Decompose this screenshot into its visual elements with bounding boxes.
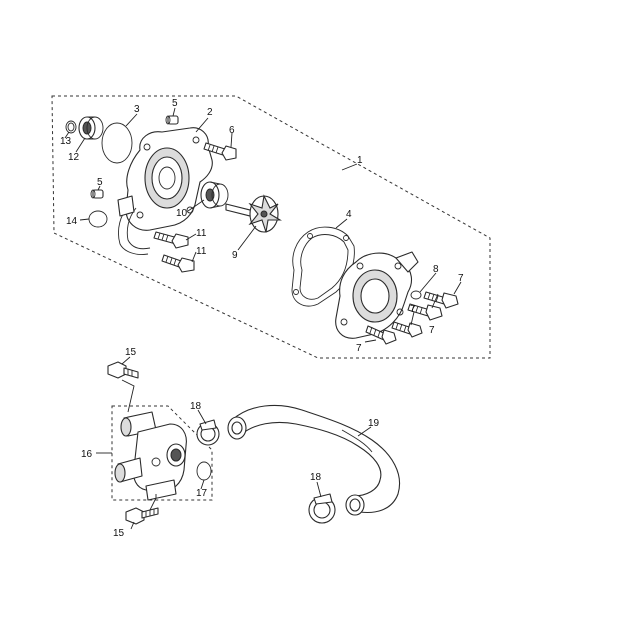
o-ring-17 <box>196 461 212 481</box>
o-ring-14 <box>88 210 108 228</box>
o-ring-3 <box>101 122 133 164</box>
callout-3: 3 <box>134 104 140 115</box>
callout-17: 17 <box>196 488 208 499</box>
bolt-7b <box>407 303 443 321</box>
coolant-hose-19 <box>227 404 400 516</box>
callout-7b: 7 <box>429 325 435 336</box>
callout-12: 12 <box>68 152 80 163</box>
callout-1: 1 <box>357 155 363 166</box>
leader-lines <box>64 107 462 530</box>
callout-4: 4 <box>346 209 352 220</box>
bolt-11b <box>161 254 195 273</box>
dowel-pin-5b <box>90 189 104 199</box>
bolt-15b <box>125 507 159 525</box>
callout-16: 16 <box>81 449 93 460</box>
gasket-4 <box>291 226 355 307</box>
callout-5b: 5 <box>97 177 103 188</box>
pump-cover <box>335 251 419 339</box>
callout-labels: 1 2 3 4 5 5 6 7 7 7 7 8 9 10 11 11 12 13… <box>60 98 464 539</box>
callout-11b: 11 <box>196 246 207 257</box>
callout-13: 13 <box>60 136 72 147</box>
bolt-7c <box>391 321 423 338</box>
bolt-7d <box>365 325 397 345</box>
thermostat-assembly-boundary <box>111 405 213 501</box>
hose-clamp-18a <box>196 419 220 446</box>
thermostat-housing-16 <box>114 411 187 501</box>
snap-ring-13 <box>65 120 77 134</box>
hose-clamp-18b <box>308 493 336 524</box>
impeller-9 <box>225 194 282 233</box>
callout-14: 14 <box>66 216 78 227</box>
oil-seal-12 <box>78 116 104 140</box>
bearing-10 <box>200 181 229 209</box>
washer-8 <box>410 290 422 300</box>
callout-15b: 15 <box>113 528 125 539</box>
bolt-7a <box>423 291 459 309</box>
bolt-15a <box>107 361 139 379</box>
callout-7c: 7 <box>410 304 416 315</box>
bolt-6 <box>203 142 237 161</box>
dowel-pin-5a <box>165 115 179 125</box>
callout-2: 2 <box>207 107 213 118</box>
callout-7a: 7 <box>458 273 464 284</box>
callout-6: 6 <box>229 125 235 136</box>
callout-8: 8 <box>433 264 439 275</box>
callout-5a: 5 <box>172 98 178 109</box>
bolt-11a <box>153 231 189 249</box>
callout-15a: 15 <box>125 347 137 358</box>
callout-10: 10 <box>176 208 188 219</box>
pump-assembly-boundary <box>51 95 491 359</box>
callout-18b: 18 <box>310 472 322 483</box>
callout-11a: 11 <box>196 228 207 239</box>
callout-7d: 7 <box>356 343 362 354</box>
pump-body-2 <box>117 127 213 255</box>
callout-9: 9 <box>232 250 238 261</box>
callout-19: 19 <box>368 418 380 429</box>
callout-18a: 18 <box>190 401 202 412</box>
